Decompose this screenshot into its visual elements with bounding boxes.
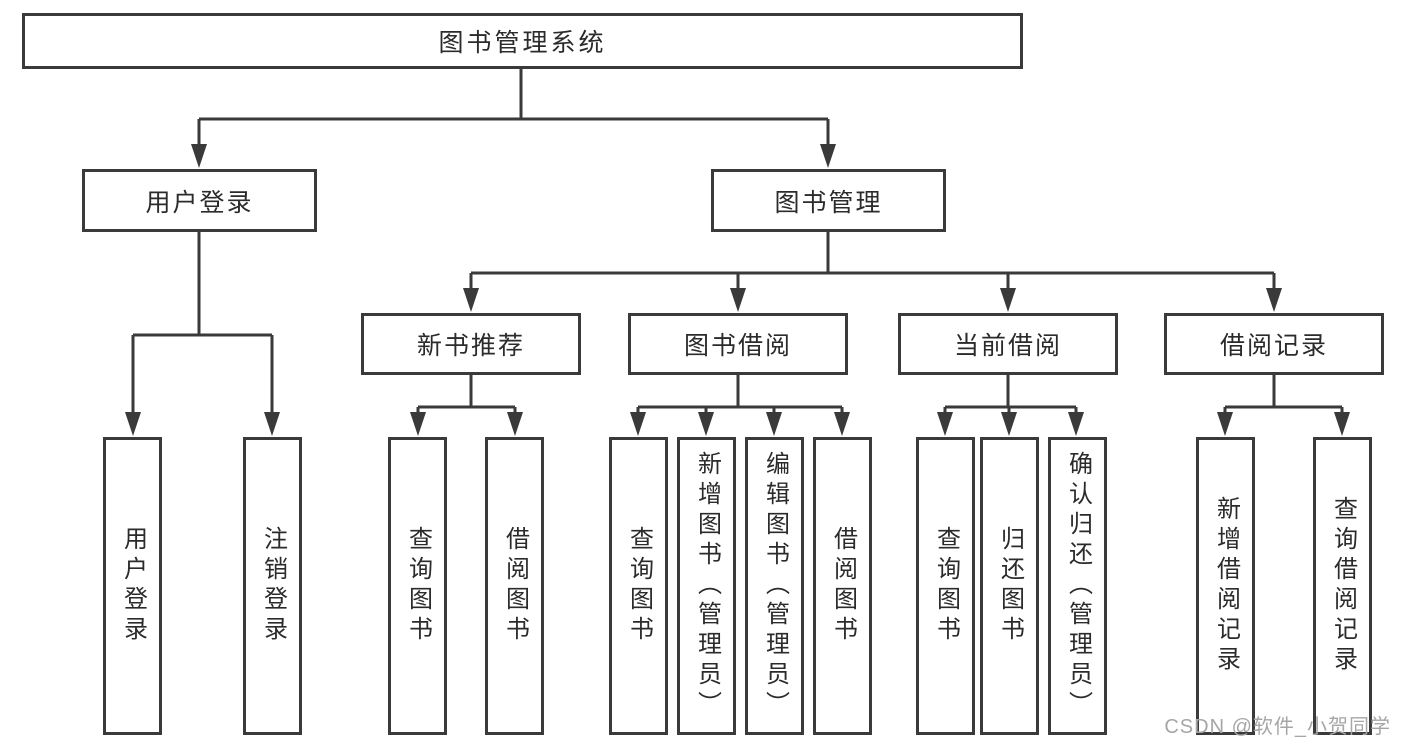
leaf-edit-book-admin-label: 编辑图书（管理员） [761,451,789,721]
leaf-confirm-return-admin-label: 确认归还（管理员） [1064,451,1092,721]
leaf-edit-book-admin: 编辑图书（管理员） [745,437,804,735]
leaf-user-login-label: 用户登录 [119,526,147,646]
leaf-query-books-borrow: 查询图书 [609,437,668,735]
node-borrow-records: 借阅记录 [1164,313,1384,375]
node-current-borrow: 当前借阅 [898,313,1118,375]
leaf-return-book: 归还图书 [980,437,1039,735]
leaf-add-book-admin-label: 新增图书（管理员） [693,451,721,721]
node-current-borrow-label: 当前借阅 [953,332,1062,360]
leaf-borrow-books: 借阅图书 [813,437,872,735]
leaf-add-borrow-record: 新增借阅记录 [1196,437,1255,735]
leaf-add-borrow-record-label: 新增借阅记录 [1212,496,1240,676]
leaf-query-books-current: 查询图书 [916,437,975,735]
node-root-system: 图书管理系统 [22,13,1023,69]
node-borrow-records-label: 借阅记录 [1219,332,1328,360]
leaf-logout-login: 注销登录 [243,437,302,735]
leaf-borrow-books-recommend: 借阅图书 [485,437,544,735]
leaf-query-borrow-record: 查询借阅记录 [1313,437,1372,735]
node-root-system-label: 图书管理系统 [438,29,607,57]
leaf-add-book-admin: 新增图书（管理员） [677,437,736,735]
node-book-borrow-label: 图书借阅 [683,332,792,360]
leaf-return-book-label: 归还图书 [996,526,1024,646]
leaf-borrow-books-recommend-label: 借阅图书 [501,526,529,646]
leaf-logout-login-label: 注销登录 [259,526,287,646]
node-new-book-recommend: 新书推荐 [361,313,581,375]
leaf-query-books-current-label: 查询图书 [932,526,960,646]
leaf-query-books-recommend: 查询图书 [388,437,447,735]
node-book-management-label: 图书管理 [774,188,883,217]
node-book-management: 图书管理 [711,169,946,232]
node-user-login-label: 用户登录 [145,188,254,217]
csdn-watermark: CSDN @软件_小贺同学 [1164,716,1391,738]
node-user-login: 用户登录 [82,169,317,232]
leaf-query-borrow-record-label: 查询借阅记录 [1329,496,1357,676]
leaf-user-login: 用户登录 [103,437,162,735]
leaf-borrow-books-label: 借阅图书 [829,526,857,646]
leaf-confirm-return-admin: 确认归还（管理员） [1048,437,1107,735]
leaf-query-books-borrow-label: 查询图书 [625,526,653,646]
leaf-query-books-recommend-label: 查询图书 [404,526,432,646]
node-book-borrow: 图书借阅 [628,313,848,375]
node-new-book-recommend-label: 新书推荐 [416,332,525,360]
